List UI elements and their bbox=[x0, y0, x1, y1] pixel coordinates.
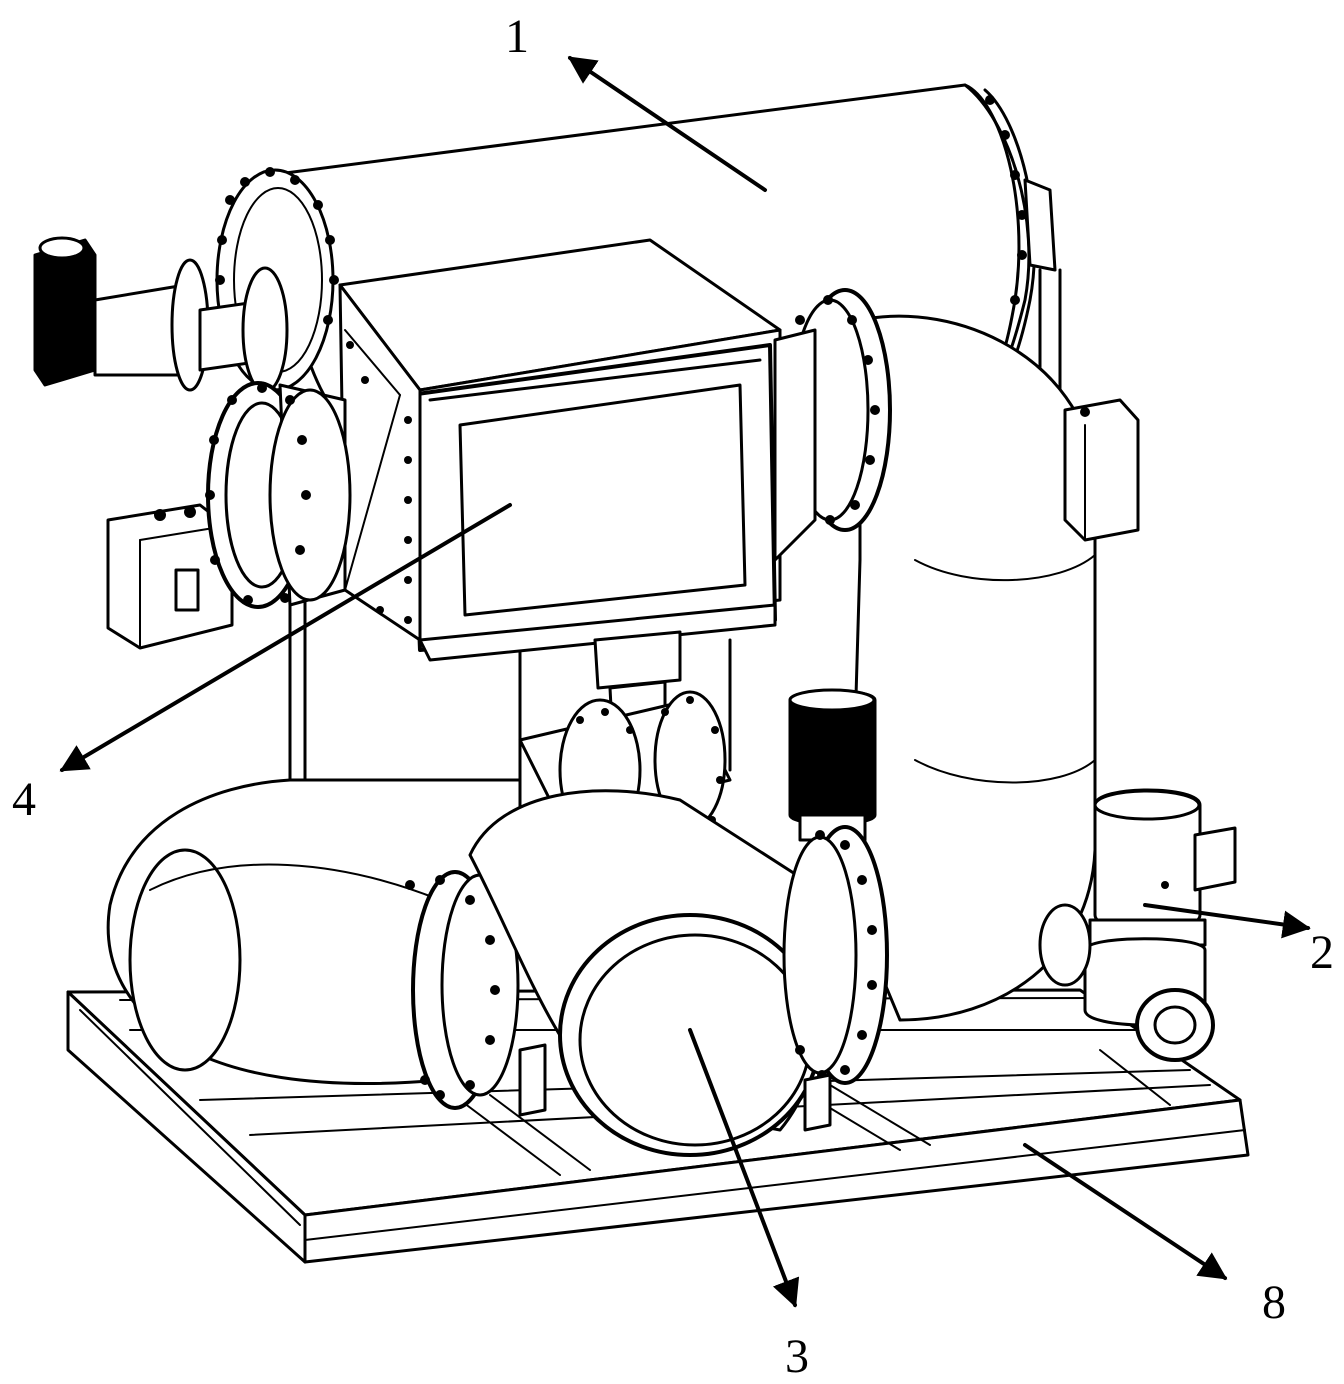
inlet-flange bbox=[205, 381, 352, 609]
callout-label-4: 4 bbox=[12, 773, 36, 826]
callout-label-8: 8 bbox=[1262, 1276, 1286, 1329]
left-elbow-pipe bbox=[106, 778, 522, 1110]
callout-arrow-4 bbox=[59, 503, 512, 772]
callout-arrow-8 bbox=[1023, 1143, 1228, 1280]
callout-arrows bbox=[59, 56, 1311, 1308]
filter-housing bbox=[338, 238, 782, 728]
right-elbow-pipe bbox=[773, 288, 1097, 1022]
front-cylinder bbox=[468, 789, 889, 1157]
junction-box-right bbox=[1063, 398, 1140, 542]
small-pump bbox=[1038, 788, 1237, 1062]
callout-labels: 1 2 3 4 8 bbox=[12, 10, 1334, 1383]
callout-arrow-1 bbox=[567, 56, 767, 192]
callout-arrow-2 bbox=[1143, 903, 1311, 939]
junction-box-left bbox=[106, 503, 234, 650]
small-motor bbox=[788, 688, 877, 842]
valve-actuator bbox=[33, 236, 289, 394]
callout-label-1: 1 bbox=[505, 10, 529, 63]
callout-label-2: 2 bbox=[1310, 926, 1334, 979]
callout-arrow-3 bbox=[688, 1028, 800, 1308]
callout-label-3: 3 bbox=[785, 1330, 809, 1383]
